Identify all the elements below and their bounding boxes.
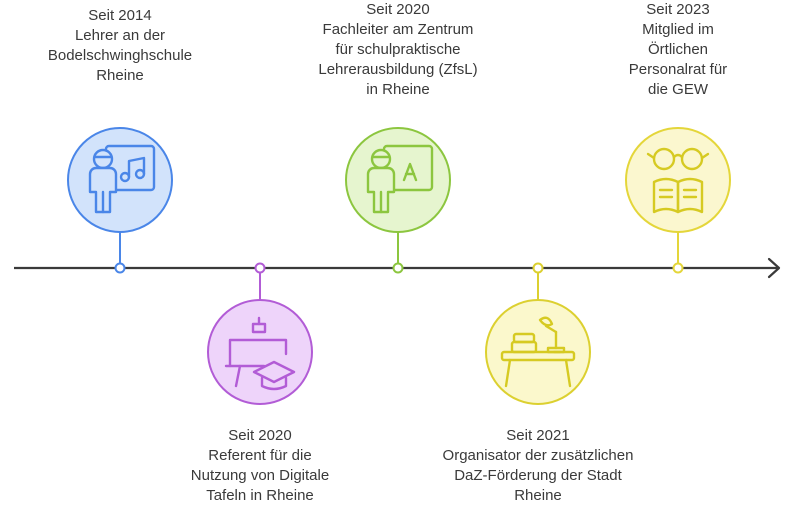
event-2023-label: Seit 2023 Mitglied im Örtlichen Personal… (563, 0, 793, 100)
teacher-music-board-icon (67, 127, 173, 233)
event-year: Seit 2020 (228, 427, 292, 444)
event-text-line: Fachleiter am Zentrum (322, 21, 474, 38)
event-text-line: in Rheine (366, 81, 430, 98)
event-text-line: Tafeln in Rheine (206, 487, 314, 504)
event-text-line: Örtlichen (647, 41, 709, 58)
event-2020a-marker (254, 262, 266, 302)
event-text-line: Mitglied im (642, 21, 714, 38)
event-year: Seit 2023 (646, 1, 710, 18)
glasses-book-icon (625, 127, 731, 233)
event-text-line: Rheine (96, 67, 144, 84)
event-text-line: Lehrerausbildung (ZfsL) (318, 61, 478, 78)
event-year: Seit 2014 (88, 7, 152, 24)
event-text-line: Nutzung von Digitale (190, 467, 330, 484)
event-2023-marker (672, 232, 684, 274)
event-2014-marker (114, 232, 126, 274)
event-2021-marker (532, 262, 544, 302)
event-text-line: Bodelschwinghschule (47, 47, 193, 64)
event-2020b-marker (392, 232, 404, 274)
event-text-line: Referent für die (208, 447, 312, 464)
event-2021-label: Seit 2021 Organisator der zusätzlichen D… (423, 426, 653, 506)
digital-board-graduation-icon (207, 299, 313, 405)
event-text-line: Rheine (514, 487, 562, 504)
event-text-line: Organisator der zusätzlichen (442, 447, 634, 464)
event-2020a-label: Seit 2020 Referent für die Nutzung von D… (145, 426, 375, 506)
event-year: Seit 2020 (366, 1, 430, 18)
timeline-arrowhead (767, 257, 781, 279)
event-2020b-label: Seit 2020 Fachleiter am Zentrum für schu… (283, 0, 513, 100)
event-text-line: DaZ-Förderung der Stadt (454, 467, 622, 484)
event-text-line: Lehrer an der (74, 27, 166, 44)
teacher-board-icon (345, 127, 451, 233)
event-text-line: für schulpraktische (335, 41, 461, 58)
desk-lamp-books-icon (485, 299, 591, 405)
event-text-line: Personalrat für (628, 61, 728, 78)
event-2014-label: Seit 2014 Lehrer an der Bodelschwinghsch… (5, 6, 235, 86)
event-text-line: die GEW (647, 81, 708, 98)
event-year: Seit 2021 (506, 427, 570, 444)
